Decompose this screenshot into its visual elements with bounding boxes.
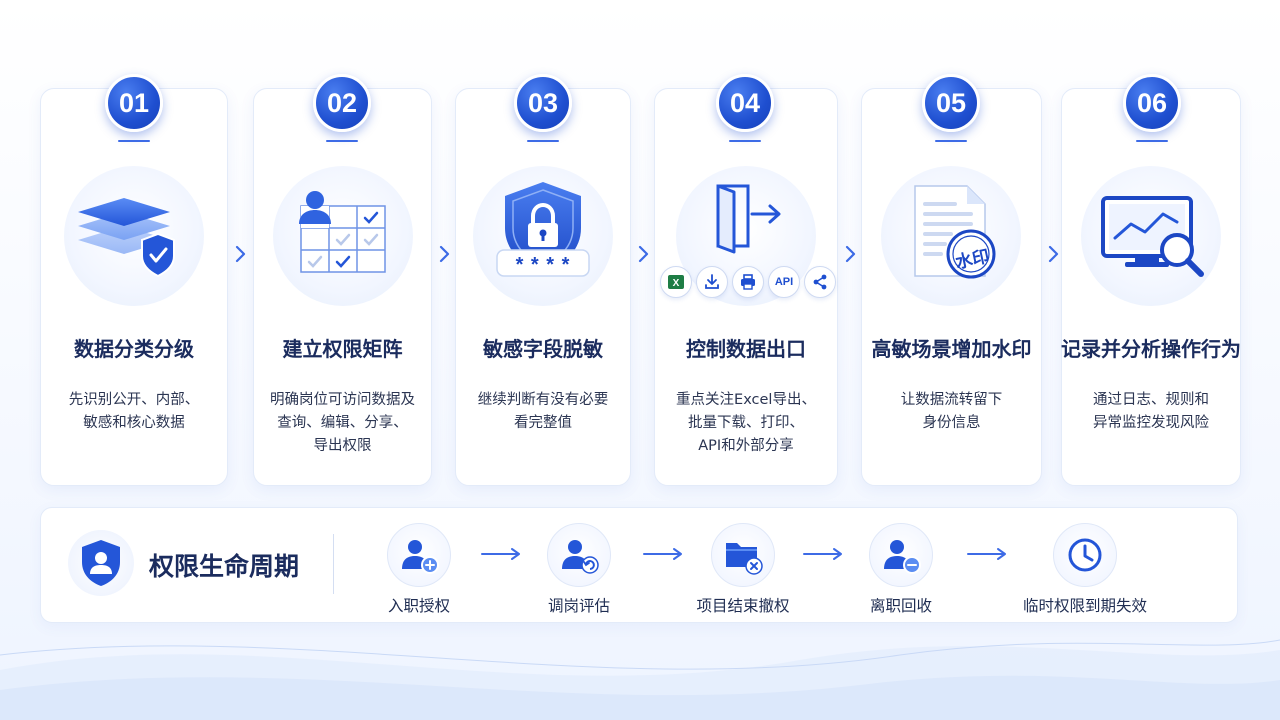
- user-refresh-icon: [562, 540, 599, 574]
- chevron-right-icon: [845, 245, 856, 263]
- masked-value-text: * * * *: [515, 254, 571, 276]
- card-title: 高敏场景增加水印: [871, 337, 1032, 361]
- chevron-right-icon: [235, 245, 246, 263]
- folder-remove-icon: [726, 543, 763, 575]
- badge-underline: [729, 140, 761, 142]
- card-description: 让数据流转留下 身份信息: [900, 392, 1003, 431]
- badge-underline: [118, 140, 150, 142]
- step-icon-backdrop: [869, 523, 933, 587]
- step-number-badge: 02: [313, 74, 371, 132]
- user-shield-icon: [82, 540, 120, 586]
- lifecycle-step-label: 临时权限到期失效: [1022, 597, 1147, 615]
- chevron-right-icon: [439, 245, 450, 263]
- card-title: 记录并分析操作行为: [1061, 337, 1241, 361]
- step-number-badge: 06: [1123, 74, 1181, 132]
- badge-underline: [935, 140, 967, 142]
- step-number-badge: 04: [716, 74, 774, 132]
- card-description: 明确岗位可访问数据及 查询、编辑、分享、 导出权限: [270, 392, 415, 454]
- card-title: 控制数据出口: [686, 337, 806, 361]
- step-icon-backdrop: [387, 523, 451, 587]
- lock-shield-icon: [496, 182, 590, 277]
- layers-shield-icon: [78, 198, 175, 278]
- step-number-badge: 03: [514, 74, 572, 132]
- lifecycle-step-label: 项目结束撤权: [696, 597, 790, 615]
- badge-underline: [1136, 140, 1168, 142]
- arrow-right-icon: [967, 548, 1006, 560]
- lifecycle-step-label: 调岗评估: [547, 597, 610, 615]
- permission-lifecycle-panel: [40, 507, 1238, 623]
- card-title: 建立权限矩阵: [282, 337, 403, 361]
- card-description: 继续判断有没有必要 看完整值: [477, 392, 609, 431]
- card-description: 先识别公开、内部、 敏感和核心数据: [68, 392, 200, 431]
- svg-text:X: X: [673, 278, 680, 289]
- card-description: 重点关注Excel导出、 批量下载、打印、 API和外部分享: [676, 392, 816, 454]
- step-number-badge: 01: [105, 74, 163, 132]
- badge-underline: [326, 140, 358, 142]
- share-icon: [804, 266, 836, 298]
- download-icon: [696, 266, 728, 298]
- card-title: 数据分类分级: [74, 337, 194, 361]
- chevron-right-icon: [1048, 245, 1059, 263]
- arrow-right-icon: [481, 548, 520, 560]
- arrow-right-icon: [803, 548, 842, 560]
- user-matrix-icon: [299, 191, 386, 273]
- api-icon: API: [768, 266, 800, 298]
- watermark-document-icon: [914, 185, 996, 279]
- monitor-magnifier-icon: [1101, 196, 1204, 277]
- chevron-right-icon: [638, 245, 649, 263]
- lifecycle-step-label: 离职回收: [869, 597, 932, 615]
- step-number-badge: 05: [922, 74, 980, 132]
- arrow-right-icon: [643, 548, 682, 560]
- step-icon-backdrop: [711, 523, 775, 587]
- user-remove-icon: [884, 540, 921, 574]
- clock-icon: [1068, 538, 1102, 572]
- lifecycle-title: 权限生命周期: [149, 552, 300, 581]
- export-channel-chips: X API: [660, 266, 836, 298]
- printer-icon: [732, 266, 764, 298]
- card-description: 通过日志、规则和 异常监控发现风险: [1093, 392, 1209, 431]
- badge-underline: [527, 140, 559, 142]
- card-title: 敏感字段脱敏: [483, 337, 603, 361]
- user-add-icon: [402, 540, 439, 574]
- step-icon-backdrop: [547, 523, 611, 587]
- excel-icon: X: [660, 266, 692, 298]
- exit-door-icon: [716, 184, 781, 254]
- lifecycle-step-label: 入职授权: [387, 597, 450, 615]
- lifecycle-divider: [333, 534, 334, 594]
